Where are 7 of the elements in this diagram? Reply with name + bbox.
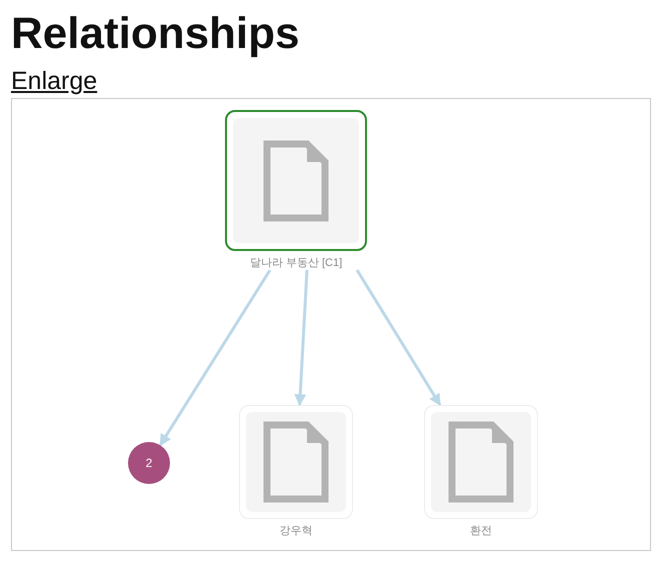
node-label: 환전 (468, 523, 494, 538)
enlarge-link: Enlarge (11, 66, 98, 96)
page-title: Relationships (11, 8, 300, 60)
arrow (356, 269, 442, 406)
arrow (294, 270, 308, 406)
arrow (158, 269, 272, 446)
count-badge: 2 (128, 442, 170, 484)
